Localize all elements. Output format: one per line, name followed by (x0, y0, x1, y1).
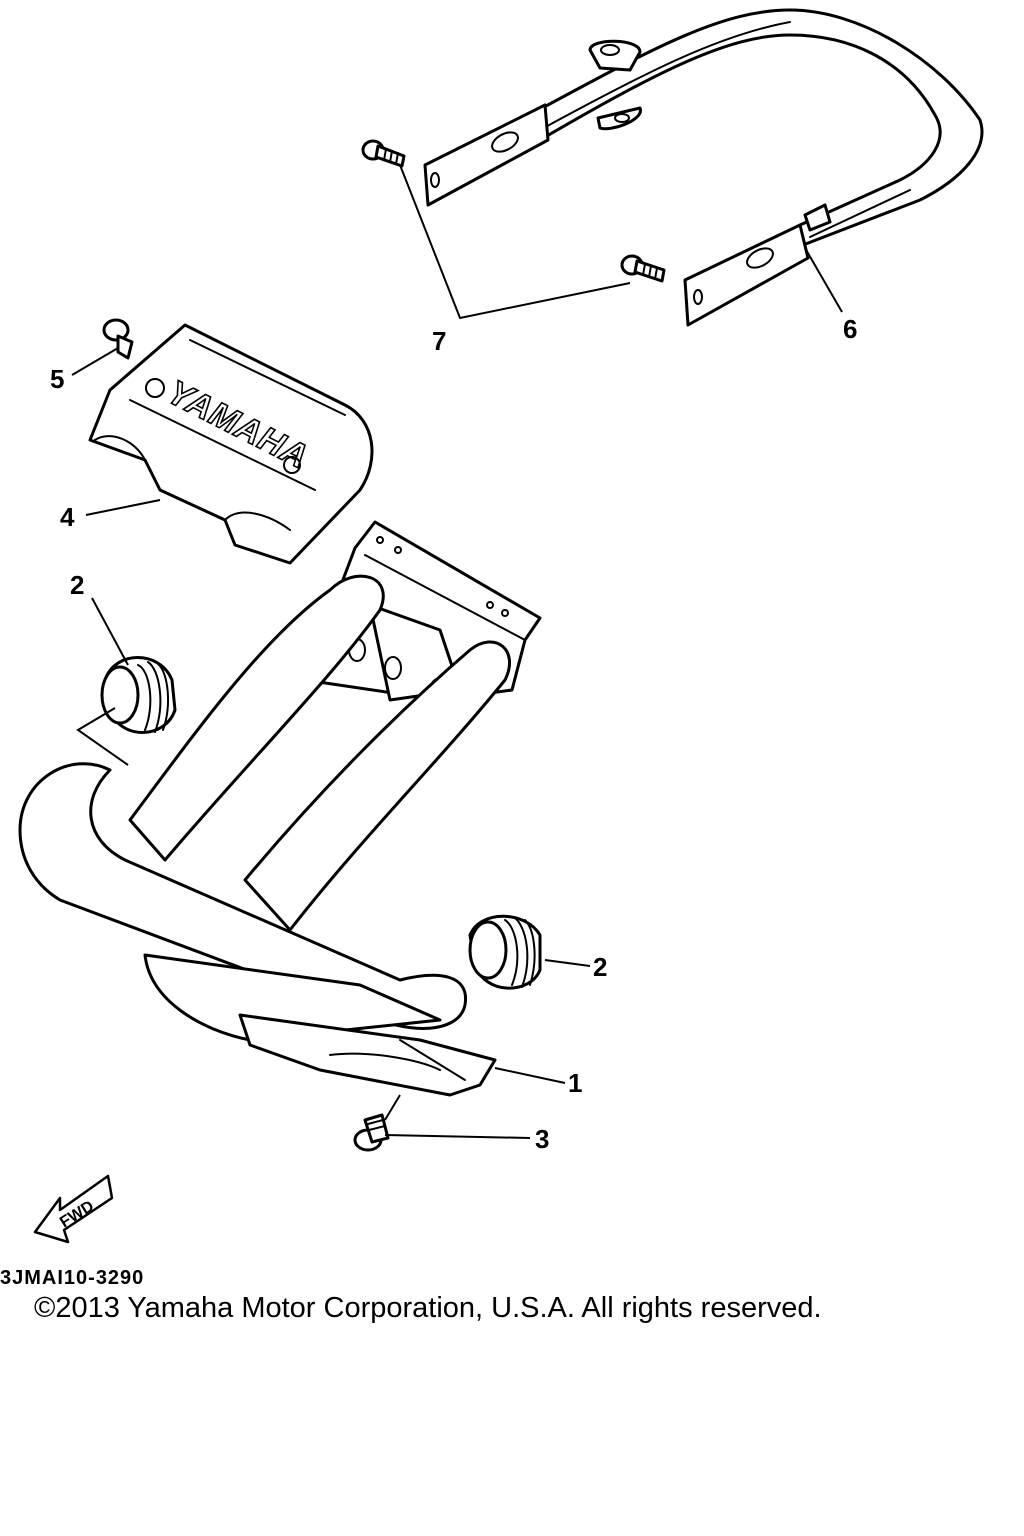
callout-7: 7 (432, 326, 446, 356)
callout-6: 6 (843, 314, 857, 344)
callout-labels: 1 2 2 3 4 5 6 7 (50, 314, 857, 1154)
bottom-bolt-part (353, 1113, 390, 1152)
callout-3: 3 (535, 1124, 549, 1154)
handle-cover-part: YAMAHA (88, 323, 374, 565)
diagram-code: 3JMAI10-3290 (0, 1267, 145, 1289)
callout-2-lower: 2 (593, 952, 607, 982)
grommet-upper-part (100, 656, 177, 734)
callout-4: 4 (60, 502, 75, 532)
callout-1: 1 (568, 1068, 582, 1098)
bolt-lower-part (620, 254, 666, 283)
copyright-notice: ©2013 Yamaha Motor Corporation, U.S.A. A… (34, 1292, 822, 1324)
leader-lines (71, 164, 843, 1139)
callout-5: 5 (50, 364, 64, 394)
grommet-lower-part (468, 914, 542, 990)
grab-bar-part (423, 8, 984, 327)
screw-part (102, 318, 134, 360)
forward-arrow-icon: FWD (33, 1174, 114, 1244)
callout-2-upper: 2 (70, 570, 84, 600)
skid-bracket-part (238, 1013, 497, 1097)
guard-frame-part (18, 520, 542, 1042)
bolt-upper-part (361, 139, 406, 168)
